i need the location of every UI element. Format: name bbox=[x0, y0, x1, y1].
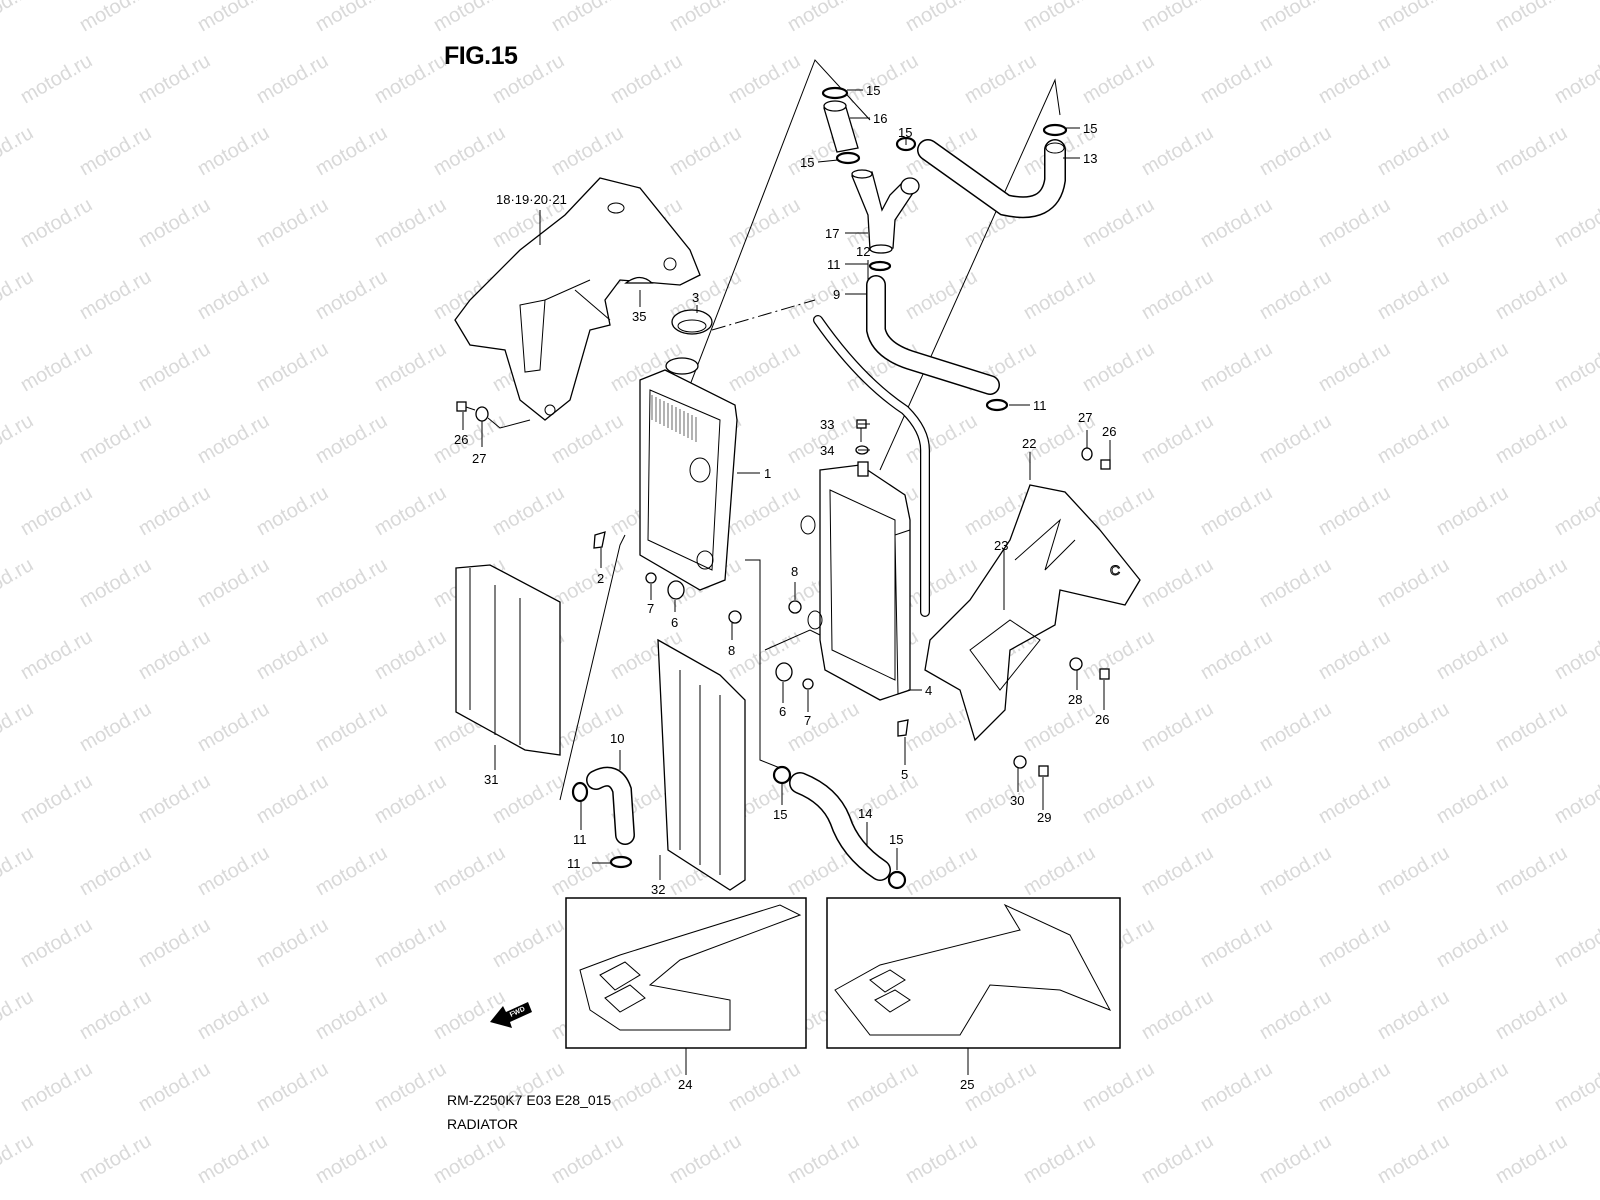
bolt-26-right-top[interactable] bbox=[1100, 459, 1111, 470]
clamp-15f[interactable] bbox=[887, 870, 907, 890]
clamp-15b[interactable] bbox=[835, 151, 861, 165]
callout-4[interactable]: 4 bbox=[925, 683, 932, 698]
radiator-guard-left[interactable] bbox=[455, 564, 561, 756]
callout-2[interactable]: 2 bbox=[597, 571, 604, 586]
left-shroud[interactable] bbox=[454, 177, 701, 421]
callout-14[interactable]: 14 bbox=[858, 806, 872, 821]
bolt-26-right-bottom[interactable] bbox=[1099, 668, 1110, 680]
model-code: RM-Z250K7 E03 E28_015 bbox=[447, 1092, 612, 1108]
callout-22[interactable]: 22 bbox=[1022, 436, 1036, 451]
bolt-33[interactable] bbox=[856, 419, 867, 442]
callout-11d[interactable]: 11 bbox=[567, 856, 581, 871]
svg-text:C: C bbox=[1110, 562, 1120, 578]
callout-27a[interactable]: 27 bbox=[472, 451, 486, 466]
callout-9[interactable]: 9 bbox=[833, 287, 840, 302]
callout-15b[interactable]: 15 bbox=[800, 155, 814, 170]
callout-33[interactable]: 33 bbox=[820, 417, 834, 432]
callout-31[interactable]: 31 bbox=[484, 772, 498, 787]
callout-30[interactable]: 30 bbox=[1010, 793, 1024, 808]
nut-5[interactable] bbox=[897, 719, 909, 737]
callout-5[interactable]: 5 bbox=[901, 767, 908, 782]
cushion-6a[interactable] bbox=[667, 580, 685, 600]
callout-18-21[interactable]: 18·19·20·21 bbox=[496, 192, 567, 207]
callout-28[interactable]: 28 bbox=[1068, 692, 1082, 707]
callout-15c[interactable]: 15 bbox=[898, 125, 912, 140]
washer-28[interactable] bbox=[1069, 657, 1083, 671]
callout-1[interactable]: 1 bbox=[764, 466, 771, 481]
callout-10[interactable]: 10 bbox=[610, 731, 624, 746]
clamp-15d[interactable] bbox=[1042, 123, 1068, 137]
callout-16[interactable]: 16 bbox=[873, 111, 887, 126]
clamp-11a[interactable] bbox=[868, 260, 892, 272]
washer-30[interactable] bbox=[1013, 755, 1027, 769]
callout-29[interactable]: 29 bbox=[1037, 810, 1051, 825]
nut-2[interactable] bbox=[593, 531, 606, 549]
callout-7a[interactable]: 7 bbox=[647, 601, 654, 616]
section-name: RADIATOR bbox=[447, 1116, 519, 1132]
right-shroud[interactable]: C bbox=[924, 484, 1141, 742]
callout-8b[interactable]: 8 bbox=[791, 564, 798, 579]
callout-6a[interactable]: 6 bbox=[671, 615, 678, 630]
figure-title: FIG.15 bbox=[444, 42, 518, 70]
callout-35[interactable]: 35 bbox=[632, 309, 646, 324]
radiator-left[interactable] bbox=[639, 357, 738, 591]
callout-6b[interactable]: 6 bbox=[779, 704, 786, 719]
callout-17[interactable]: 17 bbox=[825, 226, 839, 241]
callout-15a[interactable]: 15 bbox=[866, 83, 880, 98]
clamp-11d[interactable] bbox=[609, 855, 633, 869]
callout-32[interactable]: 32 bbox=[651, 882, 665, 897]
clamp-11c[interactable] bbox=[571, 781, 589, 803]
callout-26a[interactable]: 26 bbox=[454, 432, 468, 447]
reference-lines bbox=[559, 59, 1061, 801]
bolt-29[interactable] bbox=[1038, 765, 1049, 777]
collar-7a[interactable] bbox=[645, 572, 657, 584]
callout-26b[interactable]: 26 bbox=[1102, 424, 1116, 439]
callout-15d[interactable]: 15 bbox=[1083, 121, 1097, 136]
radiator-guard-right[interactable] bbox=[657, 638, 746, 891]
callout-25[interactable]: 25 bbox=[960, 1077, 974, 1092]
fasteners bbox=[593, 447, 1111, 777]
leader-lines bbox=[462, 89, 1111, 1075]
washer-27-right[interactable] bbox=[1081, 447, 1093, 461]
decal-box-24[interactable] bbox=[565, 897, 807, 1049]
clamp-15e[interactable] bbox=[772, 765, 792, 785]
callout-15f[interactable]: 15 bbox=[889, 832, 903, 847]
callout-11b[interactable]: 11 bbox=[1033, 398, 1047, 413]
callout-8a[interactable]: 8 bbox=[728, 643, 735, 658]
callout-3[interactable]: 3 bbox=[692, 290, 699, 305]
collar-7b[interactable] bbox=[802, 678, 814, 690]
callout-24[interactable]: 24 bbox=[678, 1077, 692, 1092]
cushion-8b[interactable] bbox=[788, 600, 802, 614]
callout-23[interactable]: 23 bbox=[994, 538, 1008, 553]
radiator-right[interactable] bbox=[800, 461, 911, 701]
fwd-arrow-icon: FWD bbox=[490, 1002, 532, 1028]
callout-15e[interactable]: 15 bbox=[773, 807, 787, 822]
radiator-cap[interactable] bbox=[671, 309, 713, 335]
callout-13[interactable]: 13 bbox=[1083, 151, 1097, 166]
washer-27-left[interactable] bbox=[475, 406, 489, 422]
callout-26c[interactable]: 26 bbox=[1095, 712, 1109, 727]
callout-7b[interactable]: 7 bbox=[804, 713, 811, 728]
clamp-11b[interactable] bbox=[985, 398, 1009, 412]
cushion-8a[interactable] bbox=[728, 610, 742, 624]
callout-27b[interactable]: 27 bbox=[1078, 410, 1092, 425]
clamp-15a[interactable] bbox=[821, 86, 849, 100]
callout-12[interactable]: 12 bbox=[856, 244, 870, 259]
callout-11c[interactable]: 11 bbox=[573, 832, 587, 847]
hose-16[interactable] bbox=[823, 100, 859, 153]
bolt-26-left[interactable] bbox=[456, 401, 476, 412]
cushion-6b[interactable] bbox=[775, 662, 793, 682]
callout-34[interactable]: 34 bbox=[820, 443, 834, 458]
grommet-35[interactable] bbox=[624, 276, 654, 284]
y-joint-17[interactable] bbox=[851, 169, 920, 254]
callout-labels: 15 16 15 15 17 11 9 12 11 15 13 18·19·20… bbox=[454, 83, 1116, 1092]
decal-box-25[interactable] bbox=[826, 897, 1121, 1049]
callout-11a[interactable]: 11 bbox=[827, 257, 841, 272]
